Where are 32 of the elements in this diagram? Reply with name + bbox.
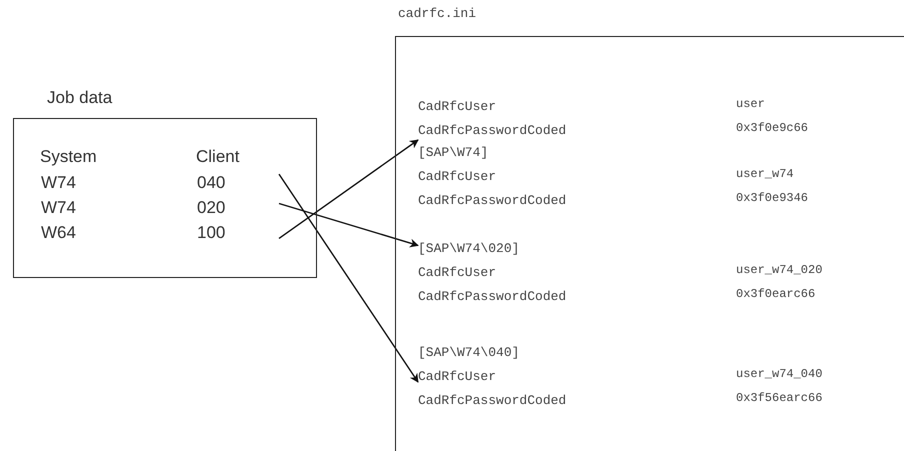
system-code: W74 <box>41 173 76 193</box>
arrow <box>278 139 419 239</box>
config-value: 0x3f0e9c66 <box>736 121 808 135</box>
config-value: user <box>736 97 765 111</box>
config-key: CadRfcUser <box>418 369 496 384</box>
config-value: user_w74 <box>736 167 794 181</box>
section-header: [SAP\W74] <box>418 145 488 160</box>
config-value: 0x3f0earc66 <box>736 287 816 301</box>
config-key: CadRfcPasswordCoded <box>418 123 566 138</box>
arrow <box>278 174 419 383</box>
config-key: CadRfcPasswordCoded <box>418 289 566 304</box>
column-header: Client <box>196 147 240 167</box>
system-code: W64 <box>41 223 76 243</box>
section-header: [SAP\W74\020] <box>418 241 520 256</box>
config-key: CadRfcUser <box>418 265 496 280</box>
client-number: 100 <box>197 223 226 243</box>
config-key: CadRfcPasswordCoded <box>418 393 566 408</box>
config-value: 0x3f0e9346 <box>736 191 808 205</box>
arrow <box>278 202 419 248</box>
config-key: CadRfcUser <box>418 169 496 184</box>
column-header: System <box>40 147 97 167</box>
system-code: W74 <box>41 198 76 218</box>
config-key: CadRfcPasswordCoded <box>418 193 566 208</box>
config-value: 0x3f56earc66 <box>736 391 822 405</box>
file-name: cadrfc.ini <box>398 6 476 21</box>
section-header: [SAP\W74\040] <box>418 345 520 360</box>
client-number: 020 <box>197 198 226 218</box>
client-number: 040 <box>197 173 226 193</box>
box-title: Job data <box>47 88 112 108</box>
config-value: user_w74_040 <box>736 367 822 381</box>
config-key: CadRfcUser <box>418 99 496 114</box>
config-value: user_w74_020 <box>736 263 822 277</box>
